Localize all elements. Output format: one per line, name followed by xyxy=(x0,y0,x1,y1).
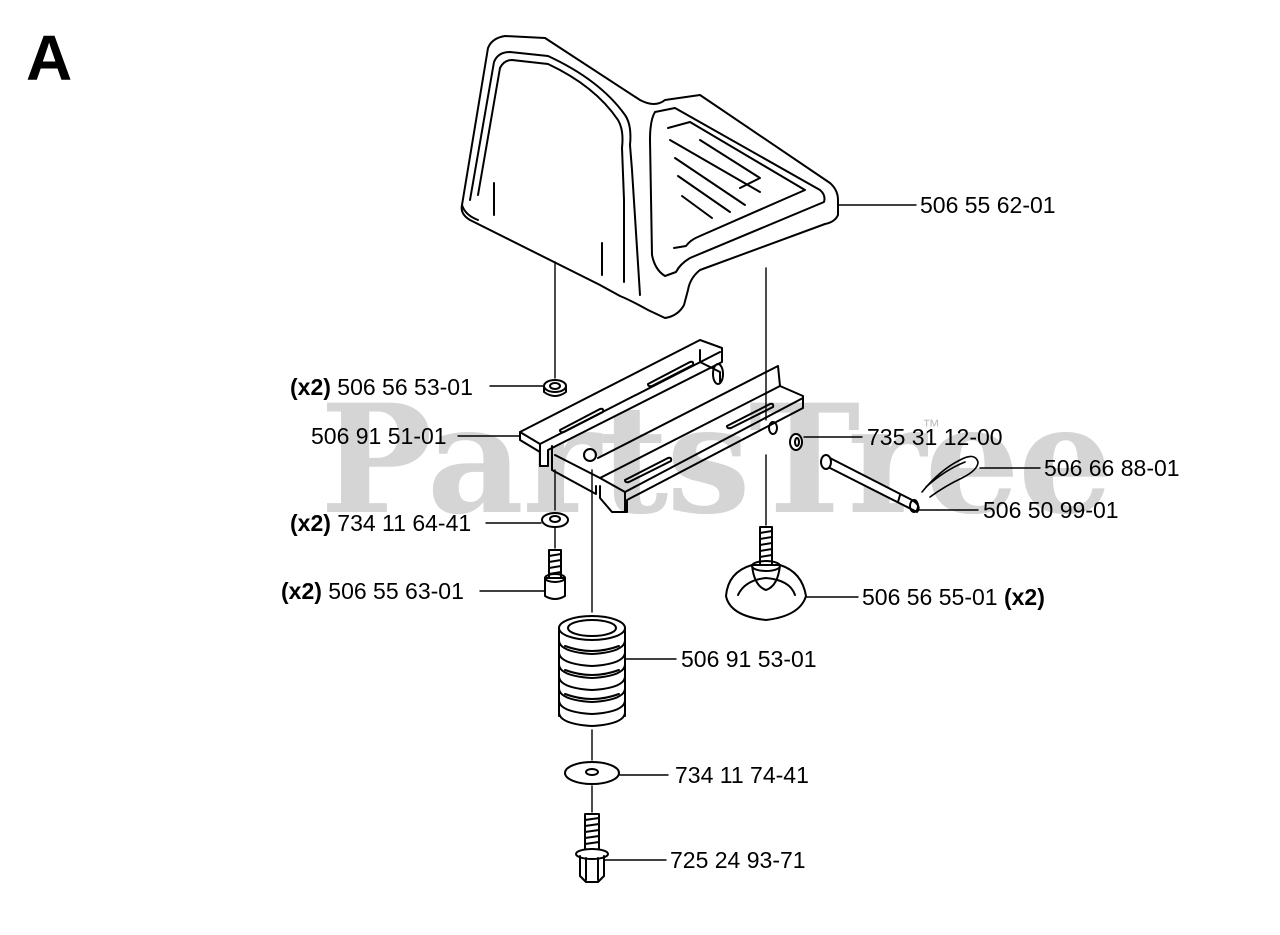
callout-pin[interactable]: 506 50 99-01 xyxy=(983,499,1119,522)
part-number: 506 56 55-01 xyxy=(862,584,998,610)
section-letter: A xyxy=(26,22,73,94)
part-number: 725 24 93-71 xyxy=(670,847,806,873)
part-number: 506 55 62-01 xyxy=(920,192,1056,218)
callout-washer-small[interactable]: 735 31 12-00 xyxy=(867,426,1003,449)
part-number: 506 56 53-01 xyxy=(337,374,473,400)
washer-mid-drawing xyxy=(541,512,569,528)
part-number: 506 66 88-01 xyxy=(1044,455,1180,481)
callout-spring[interactable]: 506 91 53-01 xyxy=(681,648,817,671)
washer-large-drawing xyxy=(564,761,620,785)
knob-drawing xyxy=(725,526,807,621)
seat-drawing xyxy=(460,35,839,319)
part-number: 506 91 53-01 xyxy=(681,646,817,672)
callout-seat[interactable]: 506 55 62-01 xyxy=(920,194,1056,217)
quantity: (x2) xyxy=(290,374,331,400)
watermark-trademark: ™ xyxy=(922,416,940,436)
part-number: 734 11 64-41 xyxy=(337,510,472,536)
quantity: (x2) xyxy=(1003,584,1045,610)
bracket-drawing xyxy=(519,339,804,513)
quantity: (x2) xyxy=(281,578,322,604)
callout-screw[interactable]: (x2) 506 55 63-01 xyxy=(281,580,464,603)
part-number: 506 91 51-01 xyxy=(311,423,447,449)
pin-drawing xyxy=(820,454,920,513)
callout-nut-top[interactable]: (x2) 506 56 53-01 xyxy=(290,376,473,399)
callout-bracket[interactable]: 506 91 51-01 xyxy=(311,425,447,448)
part-number: 506 50 99-01 xyxy=(983,497,1119,523)
callout-bolt[interactable]: 725 24 93-71 xyxy=(670,849,806,872)
callout-leaders xyxy=(457,204,1041,861)
part-number: 735 31 12-00 xyxy=(867,424,1003,450)
hairpin-drawing xyxy=(921,455,979,498)
part-number: 506 55 63-01 xyxy=(328,578,464,604)
quantity: (x2) xyxy=(290,510,331,536)
callout-washer-mid[interactable]: (x2) 734 11 64-41 xyxy=(290,512,471,535)
nut-drawing xyxy=(543,379,567,397)
assembly-lines xyxy=(554,261,767,813)
screw-drawing xyxy=(544,549,566,600)
watermark: PartsTree xyxy=(320,372,1113,548)
callout-knob[interactable]: 506 56 55-01 (x2) xyxy=(862,586,1045,609)
callout-hairpin[interactable]: 506 66 88-01 xyxy=(1044,457,1180,480)
washer-small-drawing xyxy=(789,433,803,451)
bolt-drawing xyxy=(575,813,609,883)
callout-washer-large[interactable]: 734 11 74-41 xyxy=(675,764,809,787)
spring-drawing xyxy=(558,615,626,727)
part-number: 734 11 74-41 xyxy=(675,762,809,788)
